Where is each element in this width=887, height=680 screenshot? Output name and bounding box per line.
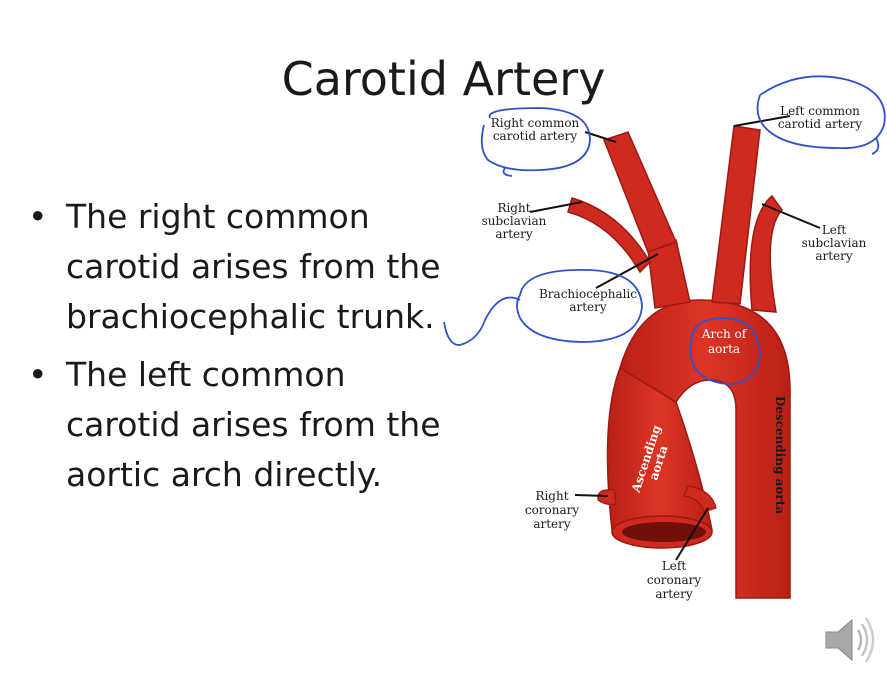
label-left-subclavian: Left bbox=[822, 223, 847, 237]
label-descending-aorta: Descending aorta bbox=[773, 396, 787, 514]
label-left-common-carotid: Left common bbox=[780, 104, 860, 118]
right-coronary-stub bbox=[597, 489, 617, 506]
annotation-circle-left-common-carotid bbox=[756, 75, 886, 155]
label-right-subclavian: Right bbox=[497, 201, 530, 215]
annotation-circle-arch-of-aorta bbox=[689, 317, 761, 385]
right-common-carotid bbox=[603, 131, 678, 253]
left-subclavian bbox=[749, 194, 783, 313]
annotation-circle-right-common-carotid bbox=[480, 107, 591, 177]
slide-title: Carotid Artery bbox=[281, 52, 606, 106]
label-left-coronary: Left bbox=[662, 559, 687, 573]
bullet-item: • The left common carotid arises from th… bbox=[28, 355, 441, 494]
speaker-icon[interactable] bbox=[822, 612, 878, 668]
bullet-list: •The right common carotid arises from th… bbox=[28, 192, 468, 508]
label-right-common-carotid: Right common bbox=[491, 116, 580, 130]
bullet-item: •The right common carotid arises from th… bbox=[28, 197, 441, 336]
label-right-coronary: Right bbox=[535, 489, 568, 503]
hand-annotations bbox=[443, 75, 886, 385]
bullet-text: The right common carotid arises from the… bbox=[66, 197, 441, 336]
left-coronary-stub bbox=[683, 485, 717, 513]
bullet-text: The left common carotid arises from the … bbox=[66, 355, 441, 494]
label-arch-of-aorta: Arch of bbox=[701, 327, 748, 341]
annotation-circle-brachiocephalic bbox=[443, 268, 643, 346]
aortic-root-lumen bbox=[622, 522, 706, 542]
brachiocephalic-trunk bbox=[647, 239, 691, 309]
aortic-arch bbox=[619, 299, 791, 599]
label-brachiocephalic: Brachiocephalic bbox=[539, 287, 637, 301]
left-common-carotid bbox=[711, 125, 761, 305]
